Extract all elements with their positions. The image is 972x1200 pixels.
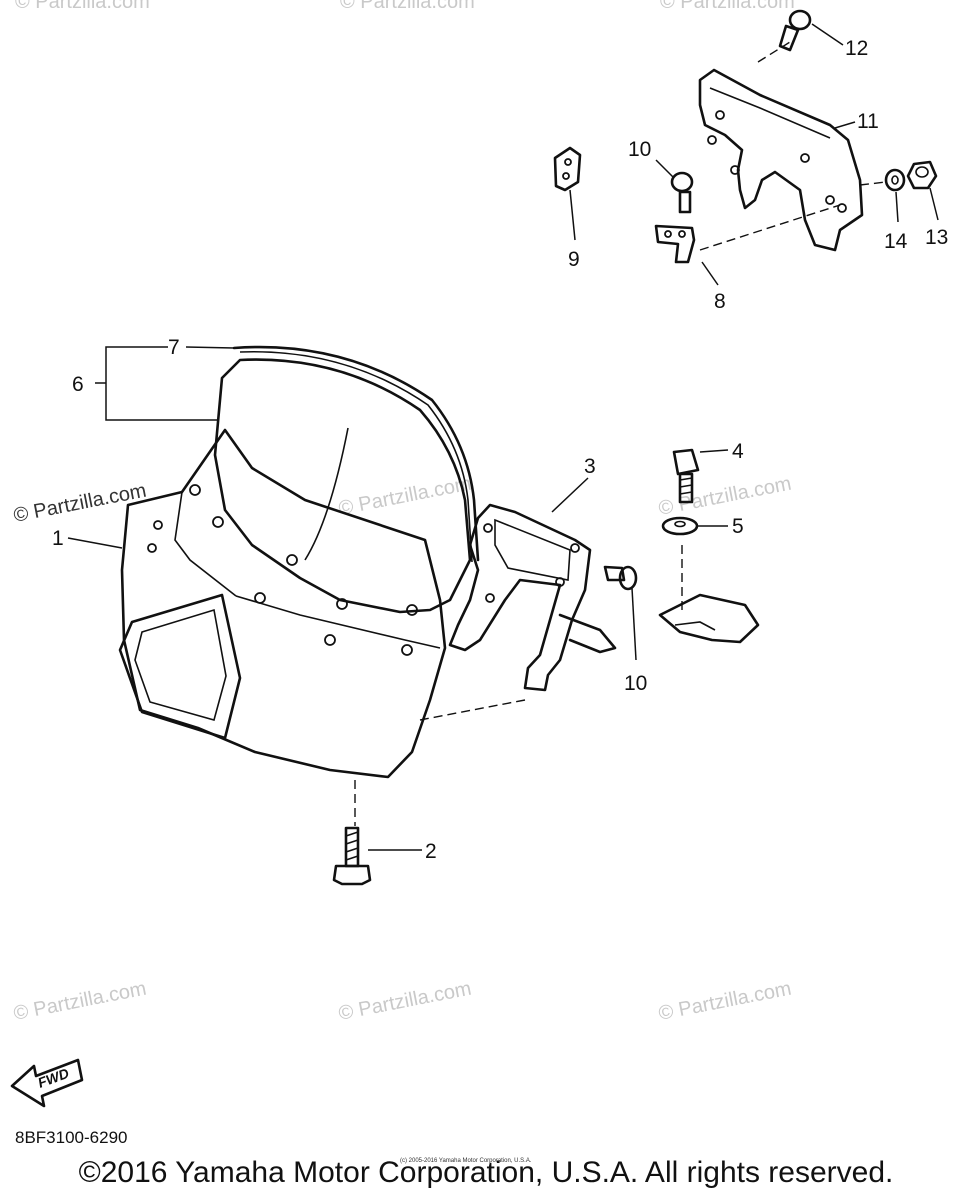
watermark: © Partzilla.com bbox=[657, 978, 793, 1025]
part-5-washer bbox=[661, 516, 699, 536]
part-14-washer bbox=[884, 168, 906, 192]
part-4-bolt bbox=[672, 448, 700, 504]
watermark: © Partzilla.com bbox=[660, 0, 795, 13]
callout-3: 3 bbox=[584, 455, 596, 478]
part-12-bolt bbox=[778, 9, 812, 52]
watermark: © Partzilla.com bbox=[15, 0, 150, 13]
part-3-bracket bbox=[448, 503, 617, 692]
mount-plate bbox=[658, 593, 760, 644]
callout-5: 5 bbox=[732, 515, 744, 538]
callout-1: 1 bbox=[52, 527, 64, 550]
callout-7: 7 bbox=[168, 336, 180, 359]
diagram-code: 8BF3100-6290 bbox=[15, 1128, 128, 1147]
callouts: 1 2 3 4 5 6 7 8 9 10 10 11 12 13 14 bbox=[52, 37, 948, 863]
part-1-cowling bbox=[118, 428, 447, 779]
callout-8: 8 bbox=[714, 290, 726, 313]
copyright-notice: ©2016 Yamaha Motor Corporation, U.S.A. A… bbox=[78, 1156, 894, 1189]
callout-10-lower: 10 bbox=[624, 672, 647, 695]
watermark: © Partzilla.com bbox=[657, 473, 793, 520]
part-10-bolt-lower bbox=[603, 565, 638, 591]
part-13-nut bbox=[906, 160, 938, 190]
assembly-lines bbox=[354, 41, 887, 826]
part-6-windshield bbox=[213, 345, 480, 614]
callout-4: 4 bbox=[732, 440, 744, 463]
part-2-bolt bbox=[332, 826, 372, 886]
callout-13: 13 bbox=[925, 226, 948, 249]
callout-6: 6 bbox=[72, 373, 84, 396]
fwd-arrow-icon: FWD bbox=[10, 1058, 84, 1108]
callout-12: 12 bbox=[845, 37, 868, 60]
callout-14: 14 bbox=[884, 230, 908, 253]
callout-9: 9 bbox=[568, 248, 580, 271]
callout-10-upper: 10 bbox=[628, 138, 651, 161]
callout-11: 11 bbox=[857, 110, 879, 133]
watermarks: © Partzilla.com © Partzilla.com © Partzi… bbox=[12, 0, 795, 1025]
leader-lines bbox=[67, 23, 939, 851]
watermark: © Partzilla.com bbox=[12, 978, 148, 1025]
part-11-stay bbox=[698, 68, 864, 252]
watermark: © Partzilla.com bbox=[340, 0, 475, 13]
watermark: © Partzilla.com bbox=[337, 978, 473, 1025]
callout-2: 2 bbox=[425, 840, 437, 863]
part-10-bolt-upper bbox=[670, 171, 694, 214]
small-copyright-note: (c) 2005-2016 Yamaha Motor Corporation, … bbox=[400, 1158, 532, 1164]
part-8-bracket bbox=[654, 224, 696, 264]
watermark: © Partzilla.com bbox=[337, 473, 473, 520]
part-9-clip bbox=[553, 146, 582, 192]
